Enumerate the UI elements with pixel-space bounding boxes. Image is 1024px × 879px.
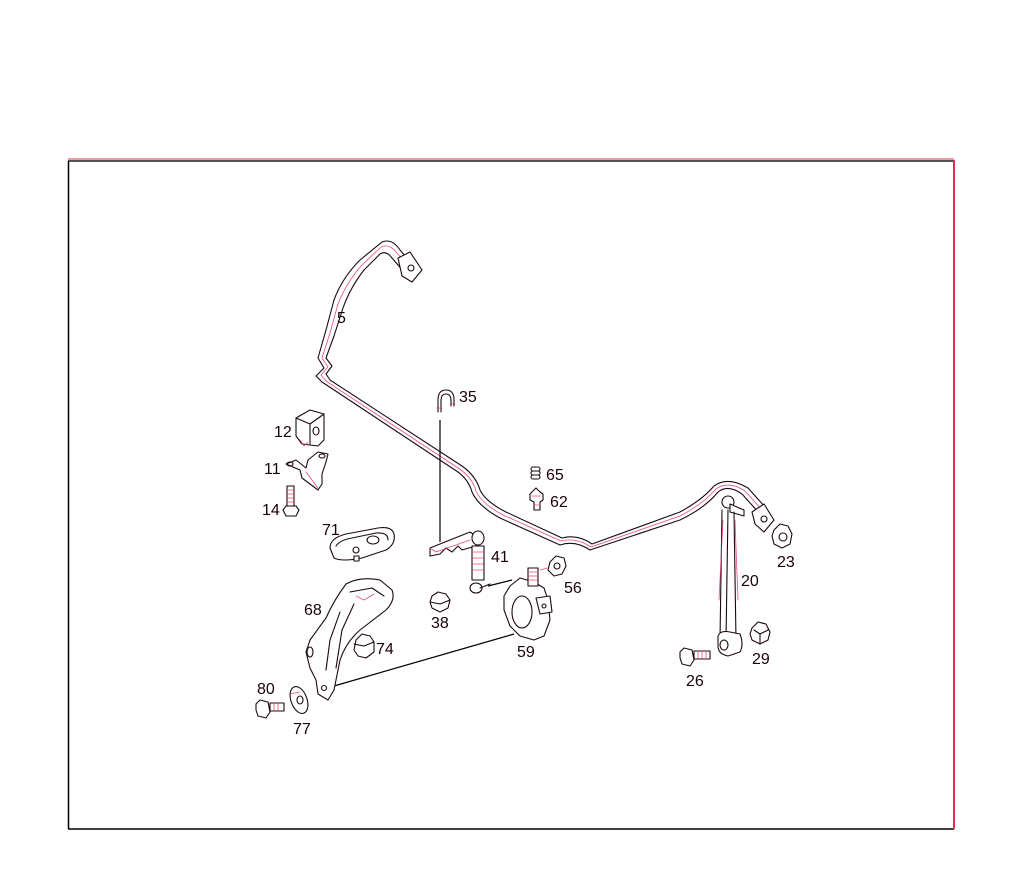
part-11-bracket[interactable] bbox=[285, 451, 329, 491]
part-41-linkage[interactable] bbox=[429, 530, 491, 594]
part-65-spacer[interactable] bbox=[530, 466, 541, 480]
callout-23: 23 bbox=[777, 554, 795, 571]
diagram-frame bbox=[67, 158, 955, 830]
part-74-nut[interactable] bbox=[353, 633, 375, 659]
callout-5: 5 bbox=[337, 310, 346, 327]
part-29-nut[interactable] bbox=[749, 621, 771, 645]
callout-11: 11 bbox=[264, 461, 281, 478]
part-62-fitting[interactable] bbox=[529, 487, 544, 511]
part-12-rubber-mount[interactable] bbox=[295, 409, 325, 447]
callout-68: 68 bbox=[304, 602, 322, 619]
callout-77: 77 bbox=[293, 721, 311, 738]
callout-41: 41 bbox=[491, 549, 509, 566]
callout-38: 38 bbox=[431, 615, 449, 632]
callout-71: 71 bbox=[322, 522, 340, 539]
part-26-bolt[interactable] bbox=[679, 647, 711, 667]
part-71-plate[interactable] bbox=[329, 527, 395, 562]
leader-59 bbox=[333, 633, 515, 687]
part-80-bolt[interactable] bbox=[255, 699, 285, 719]
callout-35: 35 bbox=[459, 389, 477, 406]
part-20-connecting-link[interactable] bbox=[717, 495, 745, 657]
callout-12: 12 bbox=[274, 424, 292, 441]
part-59-sensor[interactable] bbox=[503, 567, 553, 641]
part-77-washer[interactable] bbox=[287, 684, 312, 716]
callout-80: 80 bbox=[257, 681, 275, 698]
callout-74: 74 bbox=[376, 641, 394, 658]
callout-65: 65 bbox=[546, 467, 564, 484]
callout-59: 59 bbox=[517, 644, 535, 661]
callout-29: 29 bbox=[752, 651, 770, 668]
callout-56: 56 bbox=[564, 580, 582, 597]
part-68-bracket-arm[interactable] bbox=[305, 578, 394, 701]
callout-26: 26 bbox=[686, 673, 704, 690]
part-56-nut[interactable] bbox=[539, 555, 567, 577]
callout-62: 62 bbox=[550, 494, 568, 511]
part-23-nut[interactable] bbox=[771, 523, 793, 549]
part-38-nut[interactable] bbox=[429, 591, 451, 613]
part-14-bolt[interactable] bbox=[282, 485, 300, 517]
leader-41-59 bbox=[487, 579, 513, 587]
part-5-stabilizer-bar[interactable] bbox=[315, 240, 775, 551]
callout-14: 14 bbox=[262, 502, 280, 519]
part-35-clip[interactable] bbox=[436, 389, 456, 413]
callout-20: 20 bbox=[741, 573, 759, 590]
